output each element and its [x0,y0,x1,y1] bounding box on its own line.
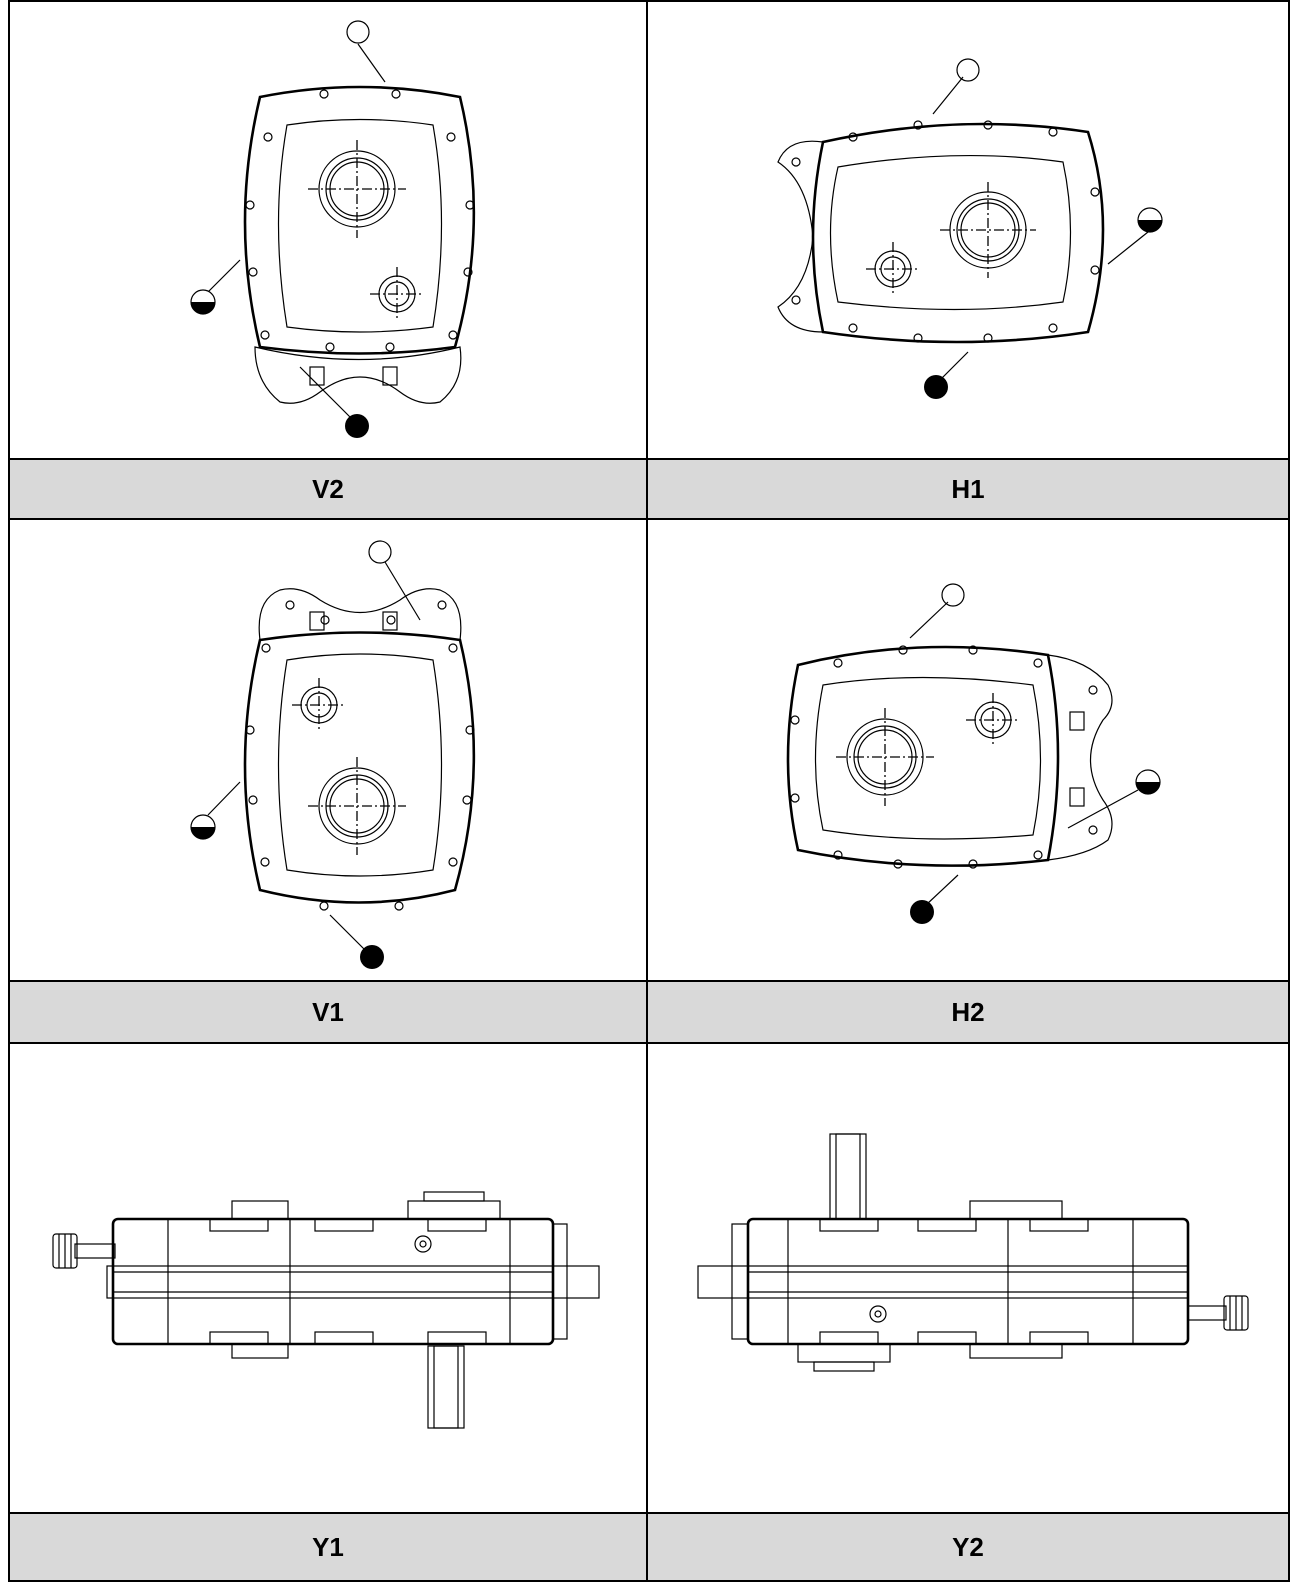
breather-fitting [52,1233,116,1269]
caption-v2: V2 [8,458,648,520]
bolts [245,600,475,911]
level-plug-icon [1136,782,1160,794]
cell-h2 [646,518,1290,982]
caption-y1: Y1 [8,1512,648,1582]
cell-y2 [646,1042,1290,1514]
bolts [791,120,1100,343]
gearbox-v2-drawing [190,20,476,438]
caption-y2: Y2 [646,1512,1290,1582]
caption-h2: H2 [646,980,1290,1044]
plugs [190,540,421,969]
gearbox-body [697,1133,1190,1372]
level-plug-icon [191,827,215,839]
gearbox-body [106,1191,600,1429]
gearbox-h1-drawing [777,58,1163,399]
caption-h1: H1 [646,458,1290,520]
gearbox-body [243,588,476,904]
vent-plug-icon [941,583,965,607]
plugs [190,20,386,438]
plugs [924,58,1163,399]
cell-h1 [646,0,1290,460]
gearbox-body [777,122,1105,344]
gearbox-y1-drawing [52,1191,600,1429]
gearbox-body [243,85,476,404]
vent-plug-icon [346,20,370,44]
fill-plug-icon [924,375,948,399]
caption-v1: V1 [8,980,648,1044]
cell-v2 [8,0,648,460]
level-plug-icon [1138,220,1162,232]
vent-plug-icon [956,58,980,82]
fill-plug-icon [910,900,934,924]
vent-plug-icon [368,540,392,564]
fill-plug-icon [360,945,384,969]
gearbox-v1-drawing [190,540,476,969]
gearbox-h2-drawing [786,583,1161,924]
level-plug-icon [191,302,215,314]
gearbox-y2-drawing [697,1133,1249,1372]
cell-y1 [8,1042,648,1514]
gearbox-body [786,645,1113,867]
plugs [909,583,1161,924]
bolts [245,89,475,352]
breather-fitting [1187,1295,1249,1331]
cell-v1 [8,518,648,982]
bolts [790,645,1098,869]
fill-plug-icon [345,414,369,438]
mounting-positions-table: V2 H1 [8,0,1290,1582]
